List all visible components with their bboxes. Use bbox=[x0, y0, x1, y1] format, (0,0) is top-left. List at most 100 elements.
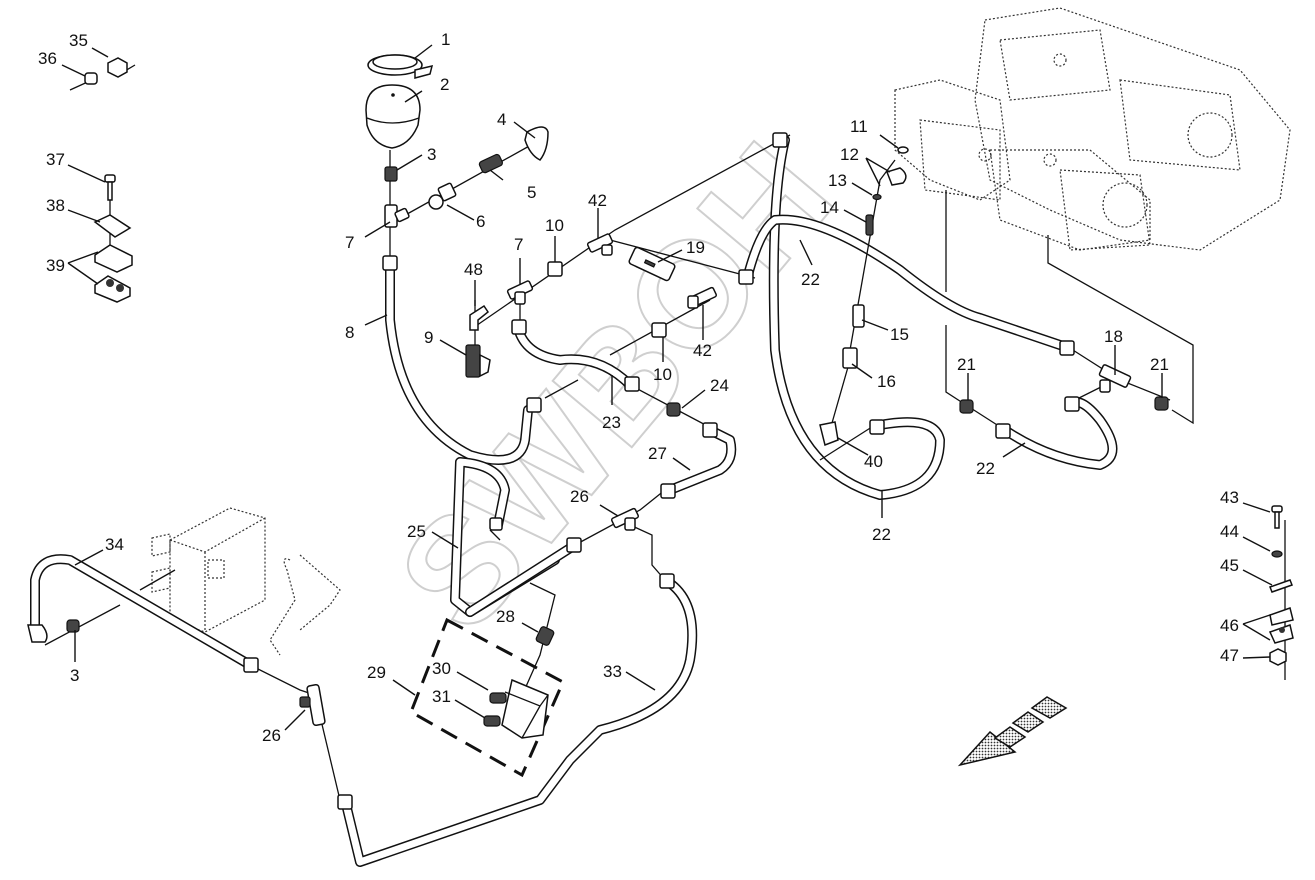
part-check-valve-19 bbox=[628, 246, 676, 282]
callout-7b: 7 bbox=[514, 235, 523, 254]
callout-47: 47 bbox=[1220, 646, 1239, 665]
callout-1: 1 bbox=[441, 30, 450, 49]
part-valve-assembly-29-box bbox=[409, 617, 565, 778]
callout-33: 33 bbox=[603, 662, 622, 681]
part-test-port-5 bbox=[478, 153, 504, 174]
part-reducer-10b bbox=[651, 322, 667, 338]
valve-block-reference-outline bbox=[151, 507, 341, 656]
part-elbow-48 bbox=[469, 304, 490, 331]
part-valve-block-30 bbox=[501, 678, 549, 739]
callout-16: 16 bbox=[877, 372, 896, 391]
part-tee-42 bbox=[586, 233, 614, 256]
callout-30: 30 bbox=[432, 659, 451, 678]
callout-2: 2 bbox=[440, 75, 449, 94]
callout-6: 6 bbox=[476, 212, 485, 231]
callout-44: 44 bbox=[1220, 522, 1239, 541]
callout-43: 43 bbox=[1220, 488, 1239, 507]
callout-12: 12 bbox=[840, 145, 859, 164]
part-reducer-10 bbox=[547, 261, 563, 277]
part-accumulator-2 bbox=[365, 84, 421, 149]
callout-35: 35 bbox=[69, 31, 88, 50]
part-adapter-24 bbox=[666, 402, 681, 417]
callout-22c: 22 bbox=[872, 525, 891, 544]
callout-29: 29 bbox=[367, 663, 386, 682]
callout-42: 42 bbox=[588, 191, 607, 210]
callout-15: 15 bbox=[890, 325, 909, 344]
callout-labels: 1 2 3 4 5 6 7 7 8 9 10 10 11 12 13 14 15… bbox=[38, 30, 1239, 745]
part-adapter-3 bbox=[384, 166, 398, 182]
part-bolt-37 bbox=[104, 174, 116, 201]
callout-10b: 10 bbox=[653, 365, 672, 384]
part-fitting-16 bbox=[842, 347, 858, 369]
callout-40: 40 bbox=[864, 452, 883, 471]
parts bbox=[27, 54, 1294, 810]
part-fitting-31 bbox=[489, 692, 507, 704]
callout-5: 5 bbox=[527, 183, 536, 202]
callout-19: 19 bbox=[686, 238, 705, 257]
callout-46: 46 bbox=[1220, 616, 1239, 635]
callout-31: 31 bbox=[432, 687, 451, 706]
callout-37: 37 bbox=[46, 150, 65, 169]
part-tee-7 bbox=[384, 204, 410, 228]
callout-38: 38 bbox=[46, 196, 65, 215]
callout-9: 9 bbox=[424, 328, 433, 347]
part-fitting-31b bbox=[483, 715, 501, 727]
part-elbow-40 bbox=[819, 421, 839, 447]
part-screw-14 bbox=[865, 214, 874, 236]
part-adapter-21 bbox=[959, 399, 974, 414]
part-tee-42b bbox=[687, 286, 717, 309]
part-nut-47 bbox=[1269, 648, 1287, 666]
callout-45: 45 bbox=[1220, 556, 1239, 575]
part-clamp-halves-39 bbox=[94, 244, 133, 303]
pump-reference-outline bbox=[894, 7, 1291, 251]
callout-21b: 21 bbox=[1150, 355, 1169, 374]
part-clamp-1 bbox=[367, 54, 434, 79]
callout-21: 21 bbox=[957, 355, 976, 374]
callout-23: 23 bbox=[602, 413, 621, 432]
hose-end-nuts bbox=[27, 132, 1080, 810]
callout-22b: 22 bbox=[976, 459, 995, 478]
callout-27: 27 bbox=[648, 444, 667, 463]
part-washer-11 bbox=[897, 146, 909, 154]
part-washer-44 bbox=[1271, 550, 1283, 558]
part-tee-26b bbox=[299, 683, 326, 727]
part-bolt-43 bbox=[1271, 505, 1283, 529]
part-adapter-28 bbox=[535, 626, 555, 646]
part-plate-45 bbox=[1269, 579, 1293, 593]
callout-11: 11 bbox=[850, 117, 868, 136]
callout-7: 7 bbox=[345, 233, 354, 252]
pump-reference-bracket bbox=[945, 190, 1194, 425]
callout-26: 26 bbox=[570, 487, 589, 506]
part-tee-18 bbox=[1098, 364, 1132, 393]
callout-22: 22 bbox=[801, 270, 820, 289]
part-adapter-21b bbox=[1154, 396, 1169, 411]
callout-26b: 26 bbox=[262, 726, 281, 745]
callout-36: 36 bbox=[38, 49, 57, 68]
part-clamp-halves-46 bbox=[1268, 607, 1294, 644]
part-union-6 bbox=[428, 182, 457, 210]
callout-39: 39 bbox=[46, 256, 65, 275]
part-lock-washer-13 bbox=[872, 193, 882, 201]
callout-13: 13 bbox=[828, 171, 847, 190]
callout-24: 24 bbox=[710, 376, 729, 395]
callout-28: 28 bbox=[496, 607, 515, 626]
callout-3b: 3 bbox=[70, 666, 79, 685]
part-tee-7b bbox=[506, 280, 534, 305]
part-sleeve-36 bbox=[84, 72, 98, 85]
part-dust-cap-4 bbox=[524, 126, 549, 161]
callout-4: 4 bbox=[497, 110, 506, 129]
part-nut-35 bbox=[107, 57, 128, 78]
callout-42b: 42 bbox=[693, 341, 712, 360]
part-clamp-12 bbox=[886, 167, 907, 186]
callout-34: 34 bbox=[105, 535, 124, 554]
part-tee-26 bbox=[611, 507, 639, 531]
callout-10: 10 bbox=[545, 216, 564, 235]
callout-14: 14 bbox=[820, 198, 839, 217]
hoses-and-tubes bbox=[30, 135, 1118, 867]
callout-8: 8 bbox=[345, 323, 354, 342]
part-pressure-switch-9 bbox=[465, 344, 491, 378]
forward-direction-arrow bbox=[957, 696, 1068, 767]
callout-48: 48 bbox=[464, 260, 483, 279]
leader-lines bbox=[61, 44, 1273, 731]
